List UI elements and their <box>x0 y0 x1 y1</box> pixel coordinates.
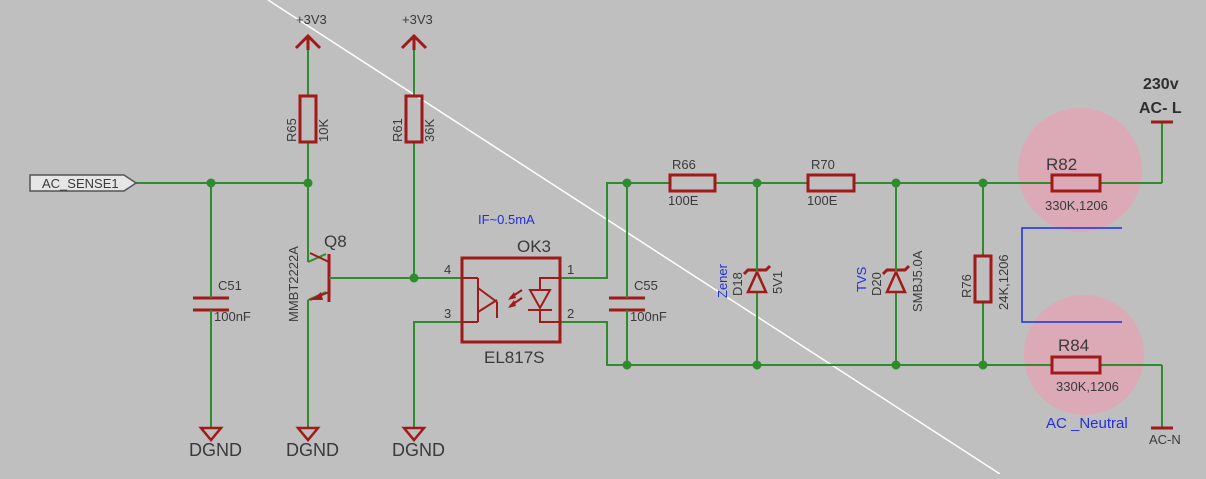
capacitor-c55: C55 100nF <box>609 278 667 324</box>
d18-ref: D18 <box>730 272 745 296</box>
ground-label-q8: DGND <box>286 440 339 460</box>
r65-value: 10K <box>316 119 331 142</box>
junction-dots <box>206 178 988 370</box>
d20-value: SMBJ5.0A <box>910 250 925 312</box>
power-label-left: +3V3 <box>296 12 327 27</box>
terminal-ac-neutral: AC-N AC _Neutral <box>1046 415 1181 447</box>
port-ac-sense1: AC_SENSE1 <box>29 174 138 192</box>
power-label-right: +3V3 <box>402 12 433 27</box>
line-label: AC- L <box>1139 100 1182 117</box>
wires <box>136 48 1163 428</box>
blue-bracket <box>1021 227 1122 323</box>
d20-note: TVS <box>854 266 869 292</box>
r84-value: 330K,1206 <box>1056 379 1119 394</box>
resistor-r61: R61 36K <box>390 94 437 144</box>
r84-ref: R84 <box>1058 336 1089 355</box>
r61-value: 36K <box>422 119 437 142</box>
line-voltage: 230v <box>1143 76 1179 93</box>
opto-pin2: 2 <box>567 306 574 321</box>
ground-label-c51: DGND <box>189 440 242 460</box>
highlight-r84 <box>1024 295 1144 415</box>
c51-value: 100nF <box>214 309 251 324</box>
c55-value: 100nF <box>630 309 667 324</box>
ok3-ref: OK3 <box>517 237 551 256</box>
r82-ref: R82 <box>1046 155 1077 174</box>
terminal-ac-line: 230v AC- L <box>1139 76 1182 124</box>
resistor-r84: R84 330K,1206 <box>1050 336 1119 394</box>
r70-ref: R70 <box>811 157 835 172</box>
opto-pin4: 4 <box>444 262 451 277</box>
resistor-r65: R65 10K <box>284 94 331 144</box>
resistor-r70: R70 100E <box>806 157 856 208</box>
diagonal-line <box>267 0 1001 475</box>
ok3-part: EL817S <box>484 348 545 367</box>
optocoupler-ok3: 4 3 1 2 OK3 EL817S IF~0.5mA <box>444 212 574 367</box>
ok3-note: IF~0.5mA <box>478 212 535 227</box>
r65-ref: R65 <box>284 118 299 142</box>
r70-value: 100E <box>807 193 838 208</box>
highlight-r82 <box>1018 108 1142 232</box>
r66-ref: R66 <box>672 157 696 172</box>
r76-value: 24K,1206 <box>996 254 1011 310</box>
opto-pin3: 3 <box>444 306 451 321</box>
resistor-r76: R76 24K,1206 <box>959 254 1011 310</box>
port-label: AC_SENSE1 <box>42 176 119 191</box>
r82-value: 330K,1206 <box>1045 198 1108 213</box>
c55-ref: C55 <box>634 278 658 293</box>
ground-c51: DGND <box>189 426 242 460</box>
q8-part: MMBT2222A <box>286 246 301 322</box>
c51-ref: C51 <box>218 278 242 293</box>
resistor-r82: R82 330K,1206 <box>1045 155 1108 213</box>
ground-label-opto: DGND <box>392 440 445 460</box>
r61-ref: R61 <box>390 118 405 142</box>
resistor-r66: R66 100E <box>668 157 717 208</box>
opto-pin1: 1 <box>567 262 574 277</box>
r76-ref: R76 <box>959 274 974 298</box>
q8-ref: Q8 <box>324 232 347 251</box>
ground-q8: DGND <box>286 426 339 460</box>
ground-opto: DGND <box>392 426 445 460</box>
d18-value: 5V1 <box>770 271 785 294</box>
neutral-label: AC-N <box>1149 432 1181 447</box>
r66-value: 100E <box>668 193 699 208</box>
neutral-note: AC _Neutral <box>1046 415 1128 432</box>
power-symbol-left: +3V3 <box>294 12 327 50</box>
d18-note: Zener <box>715 263 730 298</box>
tvs-d20: D20 SMBJ5.0A TVS <box>854 250 925 312</box>
capacitor-c51: C51 100nF <box>193 278 251 324</box>
zener-d18: D18 5V1 Zener <box>715 263 785 298</box>
d20-ref: D20 <box>869 272 884 296</box>
power-symbol-right: +3V3 <box>400 12 433 50</box>
transistor-q8: Q8 MMBT2222A <box>286 232 347 322</box>
